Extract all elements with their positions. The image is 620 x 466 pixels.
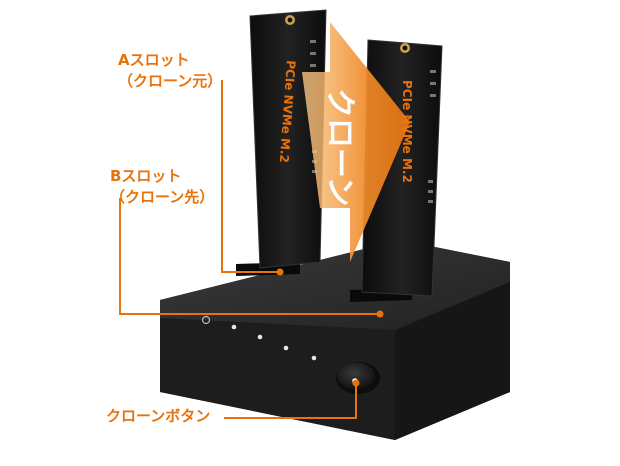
led-2 <box>257 334 263 340</box>
slot-b-label: Bスロット （クローン先） <box>110 166 214 208</box>
clone-arrow-label: クローン <box>322 88 357 207</box>
callout-lines <box>119 80 384 419</box>
led-1 <box>231 324 237 330</box>
clone-button[interactable] <box>336 362 380 394</box>
callout-line-b <box>119 198 380 315</box>
callout-line-button <box>224 383 357 419</box>
slot-b-label-role: （クローン先） <box>110 188 215 206</box>
dock-base <box>160 240 510 440</box>
status-leds <box>201 315 317 361</box>
clone-arrow: クローン <box>302 22 410 262</box>
callout-line-a <box>221 80 280 273</box>
ssd-right-label: PCIe NVMe M.2 <box>400 80 414 183</box>
slot-a-label-title: Aスロット <box>118 51 190 69</box>
slot-b-label-title: Bスロット <box>110 167 182 185</box>
led-3 <box>283 345 289 351</box>
slot-a-label-role: （クローン元） <box>118 72 223 90</box>
power-icon <box>201 315 211 325</box>
clone-button-label: クローンボタン <box>106 407 211 425</box>
led-4 <box>311 355 317 361</box>
slot-a-label: Aスロット （クローン元） <box>118 50 222 92</box>
